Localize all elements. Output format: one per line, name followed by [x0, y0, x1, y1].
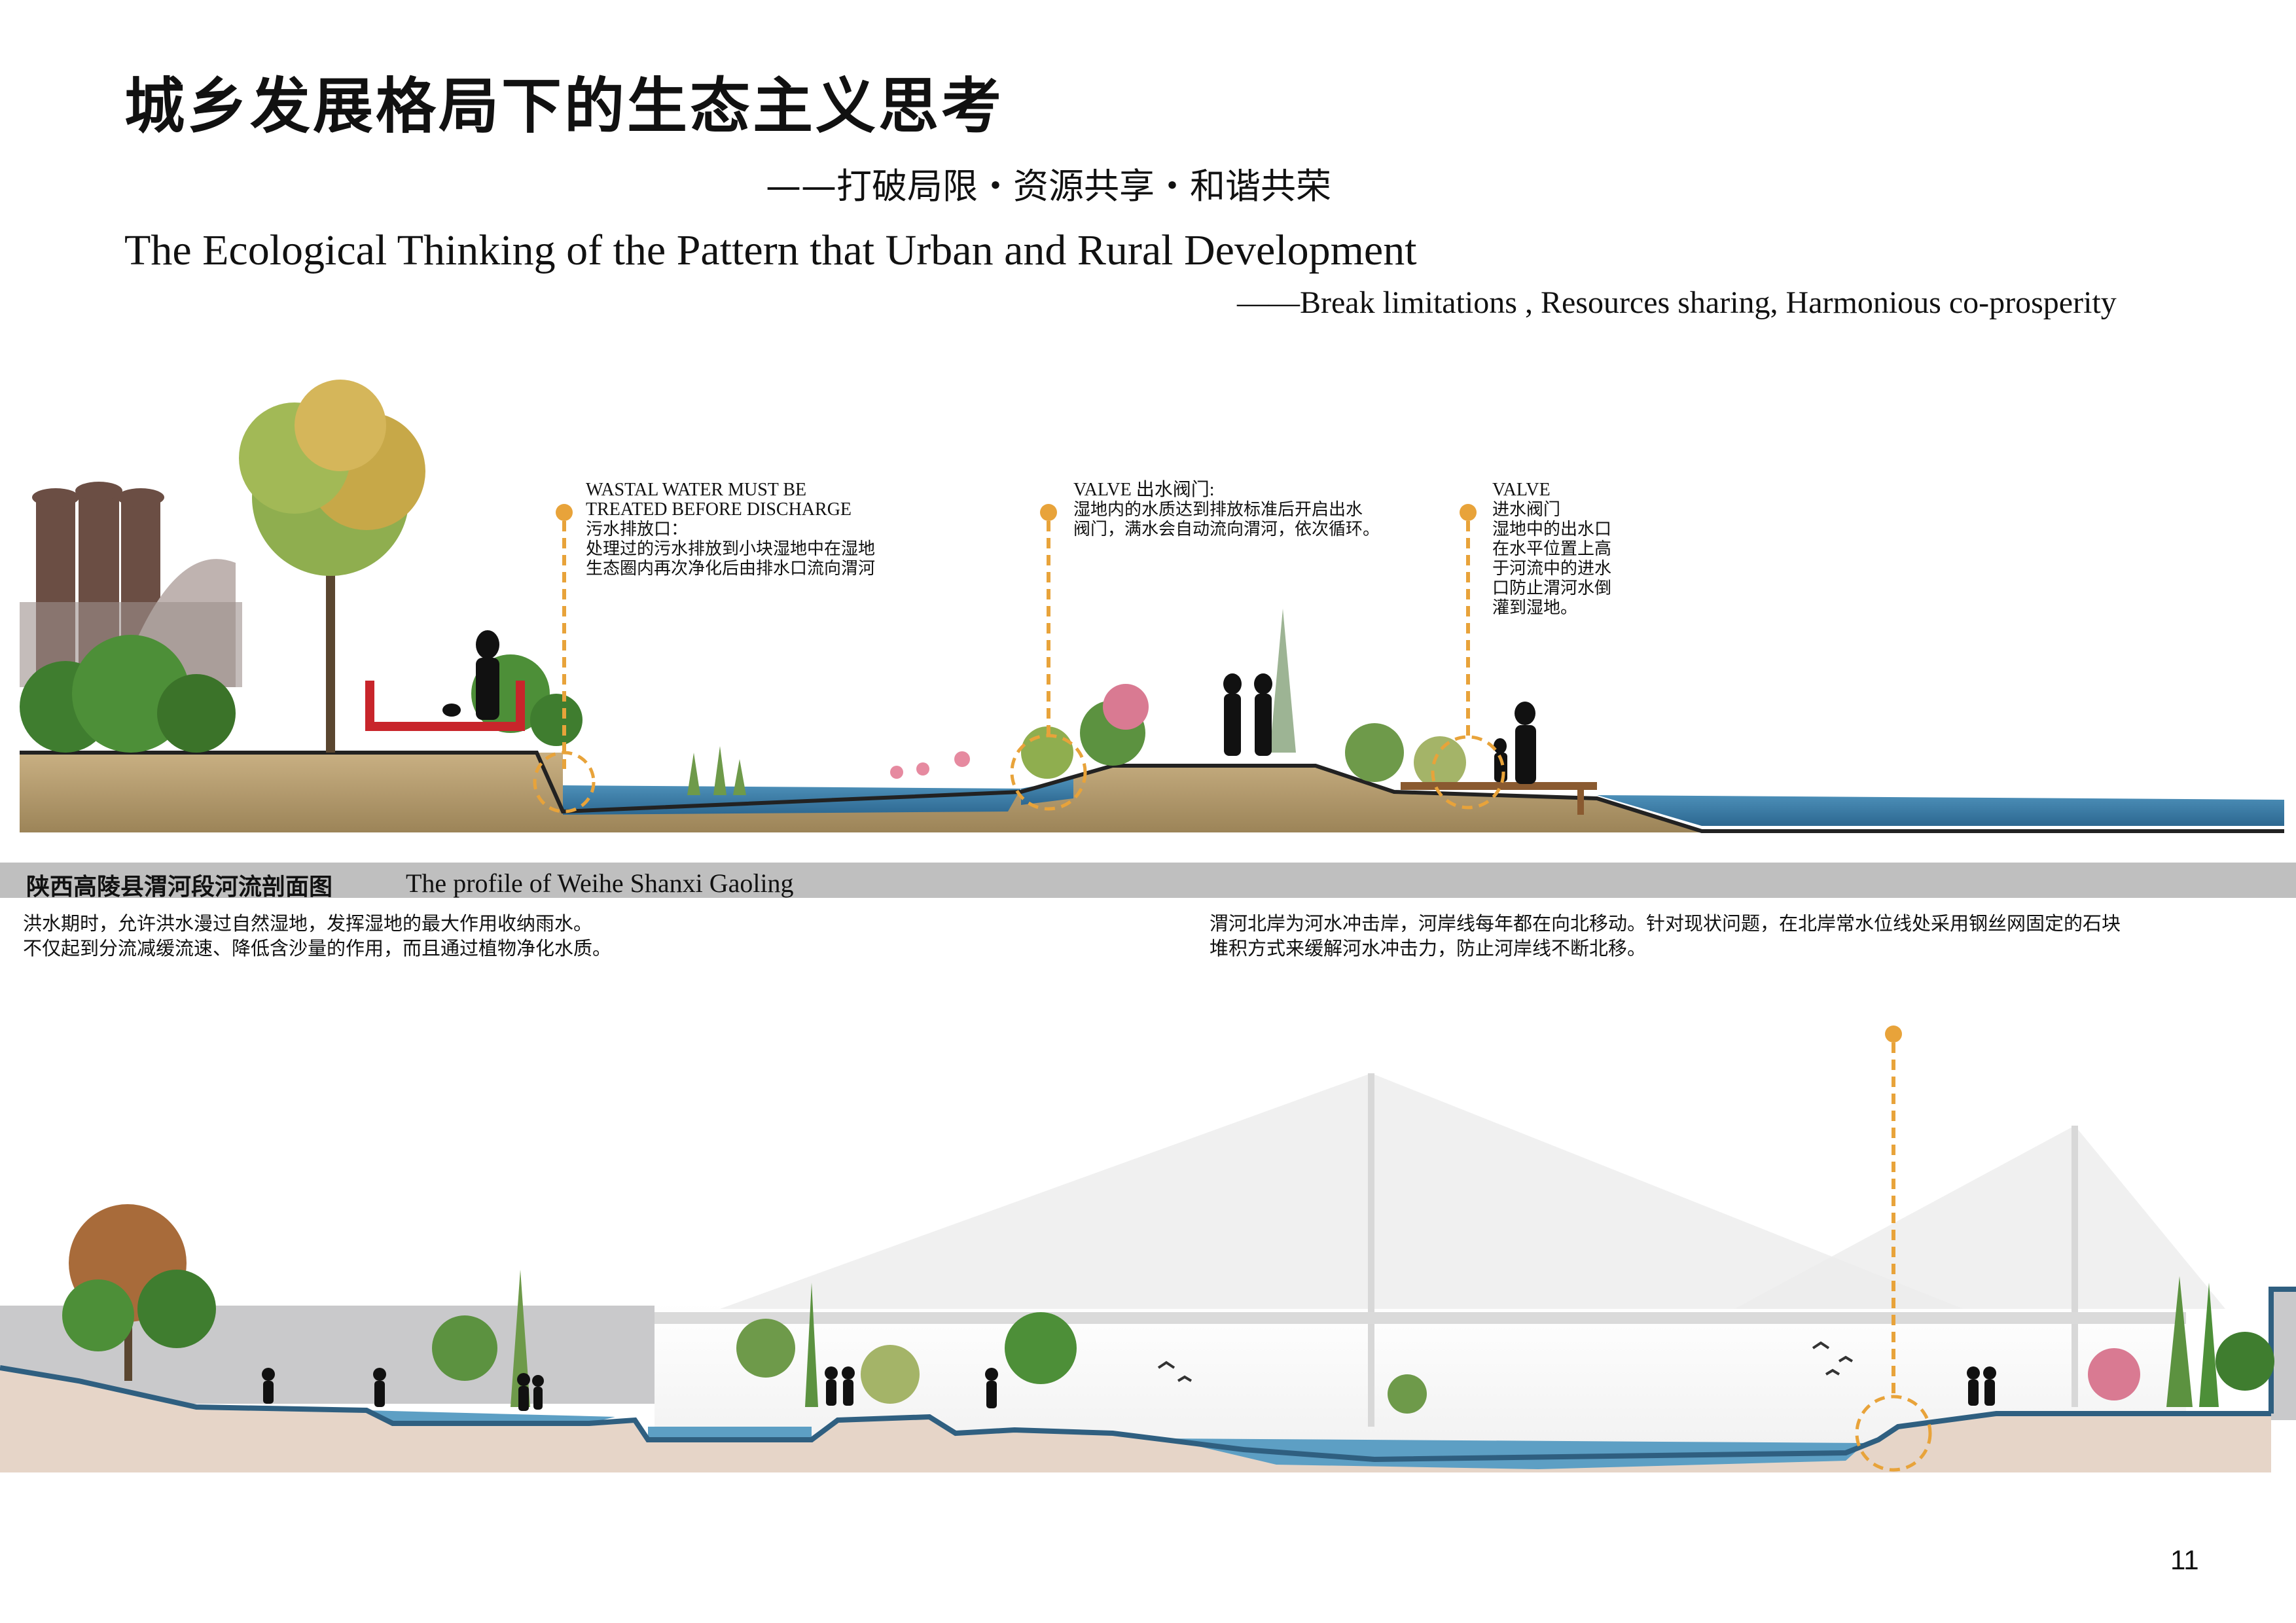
callout-wastewater-cn-1: 污水排放口：: [586, 520, 689, 539]
river-water-top: [1597, 795, 2284, 826]
note-left-line-1: 洪水期时，允许洪水漫过自然湿地，发挥湿地的最大作用收纳雨水。: [23, 912, 593, 935]
page-number: 11: [2170, 1544, 2199, 1575]
page-subtitle-cn: ——打破局限・资源共享・和谐共荣: [766, 166, 1331, 207]
upland-soil: [20, 753, 563, 832]
lower-ground: [0, 1368, 2271, 1472]
upper-section: [20, 380, 2284, 833]
lower-people: [262, 1366, 1996, 1411]
page-title-cn: 城乡发展格局下的生态主义思考: [124, 71, 1005, 141]
stone-wall-right: [2271, 1289, 2296, 1420]
callout-inlet-valve-cn-4: 于河流中的进水: [1492, 559, 1612, 579]
viewing-platform: [365, 630, 525, 731]
callout-outlet-valve-en-1: VALVE 出水阀门:: [1073, 480, 1215, 500]
lower-trees: [62, 1204, 2274, 1414]
page-title-en: The Ecological Thinking of the Pattern t…: [124, 226, 1417, 274]
bridge-deck: [655, 1312, 2186, 1324]
section-caption-band: [0, 863, 2296, 898]
bridge-cable-right: [1734, 1126, 2225, 1309]
section-caption-cn: 陕西高陵县渭河段河流剖面图: [26, 874, 333, 901]
callout-inlet-valve-cn-6: 灌到湿地。: [1492, 598, 1578, 618]
callout-inlet-valve-en-1: VALVE: [1492, 480, 1551, 500]
river-water-bottom: [1165, 1438, 1865, 1469]
ground-line: [20, 751, 2284, 833]
callout-inlet-valve-cn-3: 在水平位置上高: [1492, 539, 1612, 559]
callout-wastewater-cn-2: 处理过的污水排放到小块湿地中在湿地: [586, 539, 876, 559]
callout-wastewater-cn-3: 生态圈内再次净化后由排水口流向渭河: [586, 559, 876, 579]
note-left: 洪水期时，允许洪水漫过自然湿地，发挥湿地的最大作用收纳雨水。 不仅起到分流减缓流…: [23, 911, 611, 961]
callout-inlet-valve-cn-5: 口防止渭河水倒: [1492, 579, 1612, 598]
bridge-cable-left: [720, 1073, 1964, 1309]
callout-outlet-valve-cn-1: 湿地内的水质达到排放标准后开启出水: [1073, 500, 1363, 520]
callout-wastewater-en-1: WASTAL WATER MUST BE: [586, 480, 807, 500]
walking-couple: [1223, 673, 1272, 756]
note-right-line-2: 堆积方式来缓解河水冲击力，防止河岸线不断北移。: [1210, 937, 1647, 959]
wetland-plants: [687, 609, 1466, 795]
callout-markers: [533, 504, 1505, 813]
river-profile-line: [0, 1365, 2271, 1463]
note-right-line-1: 渭河北岸为河水冲击岸，河岸线每年都在向北移动。针对现状问题，在北岸常水位线处采用…: [1210, 912, 2121, 935]
callout-outlet-valve: VALVE 出水阀门: 湿地内的水质达到排放标准后开启出水 阀门，满水会自动流向…: [1073, 480, 1380, 540]
callout-wastewater: WASTAL WATER MUST BE TREATED BEFORE DISC…: [586, 480, 875, 579]
bottom-callout-marker: [1855, 1026, 1932, 1472]
callout-wastewater-en-2: TREATED BEFORE DISCHARGE: [586, 499, 852, 520]
callout-outlet-valve-cn-2: 阀门，满水会自动流向渭河，依次循环。: [1073, 520, 1380, 539]
callout-inlet-valve-cn-1: 进水阀门: [1492, 500, 1561, 520]
section-caption-en: The profile of Weihe Shanxi Gaoling: [406, 868, 794, 898]
note-right: 渭河北岸为河水冲击岸，河岸线每年都在向北移动。针对现状问题，在北岸常水位线处采用…: [1210, 911, 2121, 961]
lower-section: [0, 1026, 2296, 1472]
callout-inlet-valve: VALVE 进水阀门 湿地中的出水口 在水平位置上高 于河流中的进水 口防止渭河…: [1492, 480, 1611, 618]
callout-inlet-valve-cn-2: 湿地中的出水口: [1492, 520, 1612, 539]
page-subtitle-en: ——Break limitations , Resources sharing,…: [1237, 285, 2117, 320]
birds: [1157, 1341, 1854, 1382]
wetland-water-mid: [1021, 779, 1073, 805]
note-left-line-2: 不仅起到分流减缓流速、降低含沙量的作用，而且通过植物净化水质。: [23, 937, 612, 959]
